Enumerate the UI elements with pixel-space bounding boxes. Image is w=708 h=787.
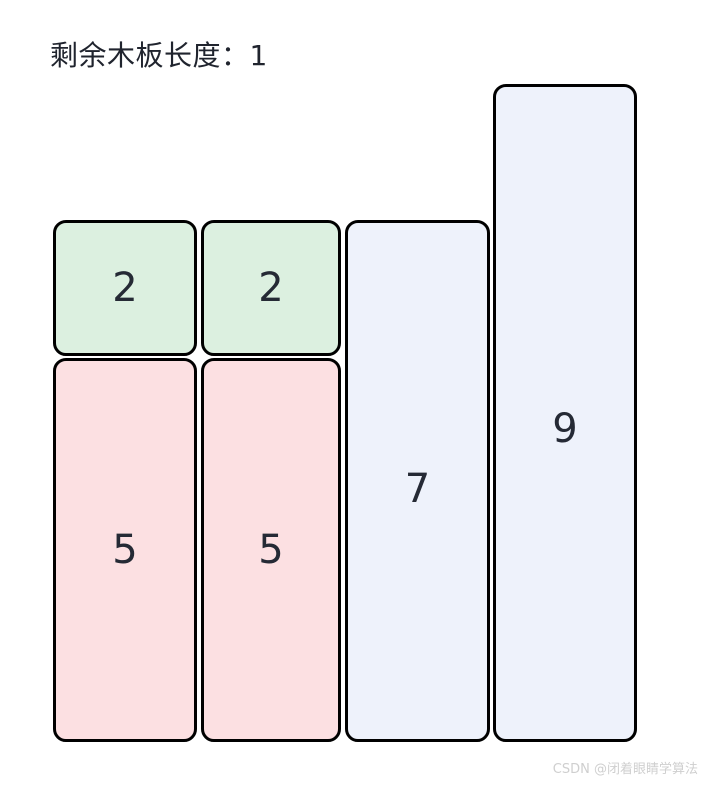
column-2-block-green-2: 2 xyxy=(201,220,341,356)
column-3-block-lavender-7: 7 xyxy=(345,220,490,742)
column-4-block-lavender-9: 9 xyxy=(493,84,637,742)
column-1-block-green-2: 2 xyxy=(53,220,197,356)
block-value-label: 5 xyxy=(258,527,284,573)
column-1-block-pink-5: 5 xyxy=(53,358,197,742)
block-value-label: 2 xyxy=(112,265,138,311)
block-value-label: 9 xyxy=(552,406,578,452)
block-value-label: 5 xyxy=(112,527,138,573)
page-title: 剩余木板长度：1 xyxy=(50,39,268,72)
watermark-text: CSDN @闭着眼睛学算法 xyxy=(552,762,698,777)
block-value-label: 2 xyxy=(258,265,284,311)
column-2-block-pink-5: 5 xyxy=(201,358,341,742)
block-value-label: 7 xyxy=(404,466,431,512)
